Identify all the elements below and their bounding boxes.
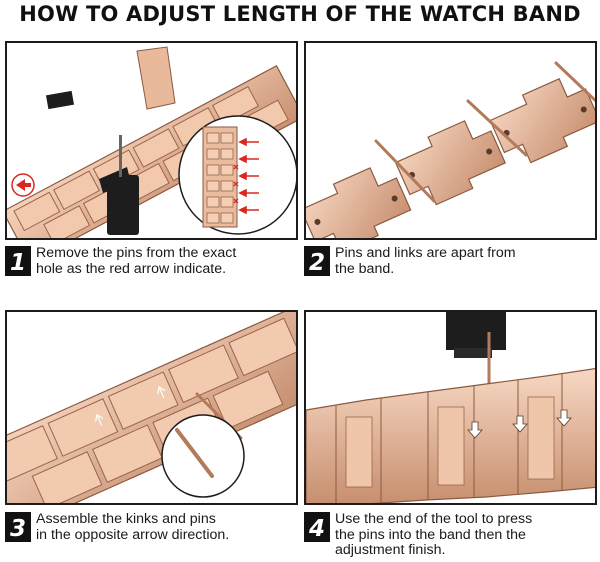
link-3 (489, 78, 595, 164)
link-2 (394, 120, 507, 206)
step-1-line-1: Remove the pins from the exact (36, 245, 237, 261)
step-3-image (5, 310, 298, 505)
page-title: HOW TO ADJUST LENGTH OF THE WATCH BAND (19, 2, 581, 26)
step-1-text: Remove the pins from the exact hole as t… (36, 245, 237, 277)
step-2-line-1: Pins and links are apart from (335, 245, 516, 261)
svg-text:2: 2 (309, 250, 325, 276)
svg-text:1: 1 (10, 250, 26, 276)
step-number-badge: 2 (304, 246, 330, 276)
step-2-line-2: the band. (335, 260, 395, 277)
step-number-badge: 1 (5, 246, 31, 276)
step-4-line-3: adjustment finish. (335, 542, 446, 558)
step-number-badge: 3 (5, 512, 31, 542)
step-4-text: Use the end of the tool to press the pin… (335, 511, 533, 559)
step-3-line-1: Assemble the kinks and pins (36, 511, 216, 527)
step-2-text: Pins and links are apart from the band. (335, 245, 516, 277)
step-1-image (5, 41, 298, 240)
step-2-image (304, 41, 597, 240)
step-4-line-1: Use the end of the tool to press (335, 511, 533, 527)
band-links (306, 367, 595, 503)
svg-text:3: 3 (10, 516, 26, 542)
step-4-image (304, 310, 597, 505)
pins (374, 61, 595, 203)
magnified-band (202, 126, 238, 228)
step-3-text: Assemble the kinks and pins in the oppos… (36, 511, 230, 543)
step-1-line-2: hole as the red arrow indicate. (36, 260, 227, 277)
assembled-band (7, 312, 296, 503)
step-3-line-2: in the opposite arrow direction. (36, 526, 230, 543)
step-number-badge: 4 (304, 512, 330, 542)
pin-tool (45, 90, 139, 235)
pin-tool (446, 312, 506, 384)
red-arrows (238, 137, 259, 215)
svg-text:4: 4 (308, 516, 325, 542)
link-1 (306, 167, 412, 238)
step-4-line-2: the pins into the band then the (335, 526, 526, 543)
